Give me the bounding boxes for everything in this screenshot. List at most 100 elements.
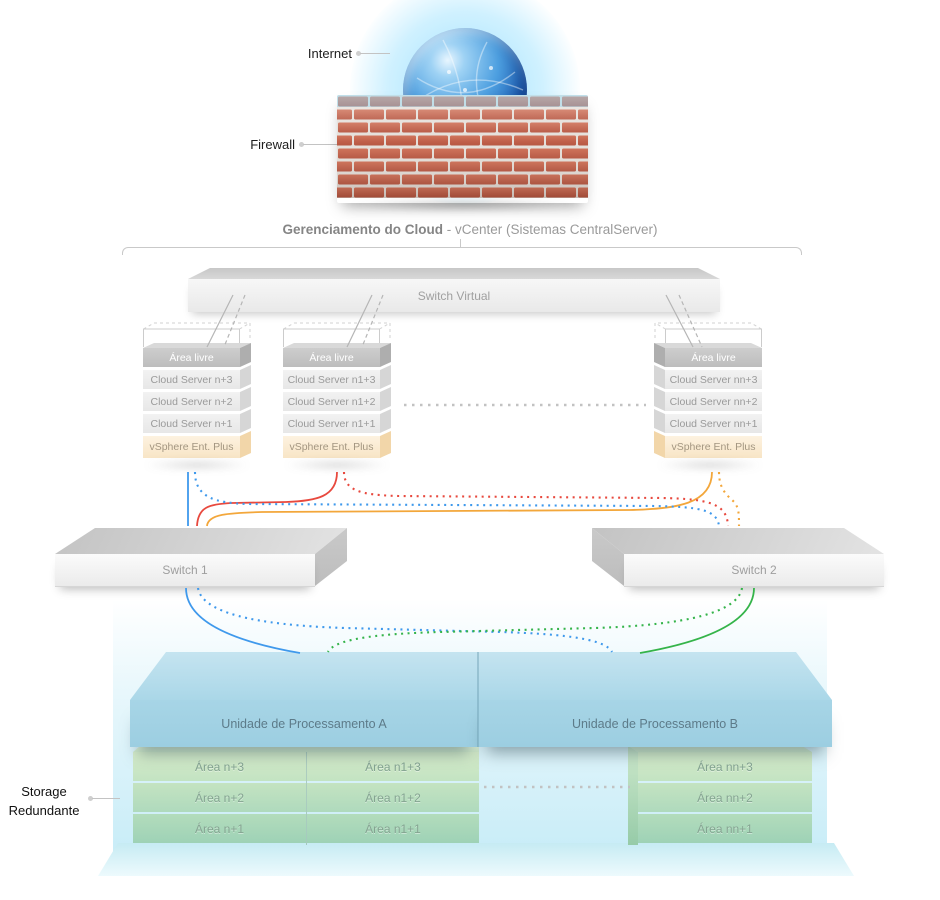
switch-top-face: [592, 528, 884, 554]
column-separator: [306, 752, 307, 845]
band-side-face: [380, 365, 391, 389]
virtual-switch-box: Switch Virtual: [188, 268, 720, 312]
storage-label-line2: Redundante: [8, 802, 80, 818]
cloud-server-label: Cloud Server nn+2: [669, 395, 758, 408]
cloud-server-band: Cloud Server n+2: [143, 392, 240, 411]
storage-callout-dot: [88, 796, 93, 801]
diagram-title-bold: Gerenciamento do Cloud: [282, 222, 443, 237]
internet-label: Internet: [307, 46, 352, 61]
cloud-server-band: Cloud Server n1+3: [283, 370, 380, 389]
storage-area-cell: Área nn+1: [638, 814, 812, 843]
band-side-face: [654, 431, 665, 458]
free-area-band: Área livre: [143, 348, 240, 367]
switch-1-box: Switch 1: [55, 528, 347, 587]
band-side-face: [380, 387, 391, 411]
slab-divider: [477, 652, 479, 747]
cloud-server-label: Cloud Server n+1: [150, 417, 233, 430]
storage-areas-right: Área nn+3 Área nn+2 Área nn+1: [638, 752, 812, 845]
firewall-label: Firewall: [250, 137, 295, 152]
vsphere-license-band: vSphere Ent. Plus: [665, 436, 762, 458]
cloud-server-label: Cloud Server n1+3: [287, 373, 376, 386]
storage-area-cell: Área n1+1: [307, 814, 479, 843]
server-stack-2: Área livre Cloud Server n1+3 Cloud Serve…: [283, 322, 393, 469]
storage-area-cell: Área n1+3: [307, 752, 479, 781]
stack-to-switch-solid-links: [187, 471, 713, 527]
vsphere-license-label: vSphere Ent. Plus: [149, 441, 234, 453]
storage-area-cell: Área nn+2: [638, 783, 812, 812]
band-side-face: [380, 409, 391, 433]
slab-top-face: [478, 652, 832, 700]
switch-2-label: Switch 2: [624, 554, 884, 587]
storage-area-cell: Área nn+3: [638, 752, 812, 781]
stack-shadow: [283, 461, 391, 469]
cloud-server-band: Cloud Server n1+2: [283, 392, 380, 411]
stack-shadow: [656, 461, 764, 469]
cloud-server-label: Cloud Server n1+2: [287, 395, 376, 408]
band-side-face: [654, 365, 665, 389]
band-top-face: [143, 343, 251, 348]
processing-unit-a: Unidade de Processamento A: [130, 652, 478, 747]
vsphere-license-label: vSphere Ent. Plus: [671, 441, 756, 453]
server-stack-3: Área livre Cloud Server nn+3 Cloud Serve…: [654, 322, 764, 469]
free-area-band: Área livre: [283, 348, 380, 367]
storage-area-cell: Área n+3: [133, 752, 306, 781]
vsphere-license-band: vSphere Ent. Plus: [143, 436, 240, 458]
processing-unit-b: Unidade de Processamento B: [478, 652, 832, 747]
virtual-switch-label: Switch Virtual: [188, 279, 720, 312]
storage-callout-line: [92, 798, 120, 799]
processing-unit-b-label: Unidade de Processamento B: [478, 700, 832, 747]
cloud-server-label: Cloud Server n+3: [150, 373, 233, 386]
switch-1-label: Switch 1: [55, 554, 315, 587]
slab-top-face: [130, 652, 478, 700]
bracket-tick: [460, 239, 461, 248]
cloud-server-label: Cloud Server nn+1: [669, 417, 758, 430]
internet-callout-line: [360, 53, 390, 54]
band-side-face: [240, 365, 251, 389]
band-side-face: [240, 387, 251, 411]
storage-area-cell: Área n+1: [133, 814, 306, 843]
cloud-server-label: Cloud Server n+2: [150, 395, 233, 408]
server-stack-1: Área livre Cloud Server n+3 Cloud Server…: [143, 322, 253, 469]
storage-redundante-label: Storage Redundante: [0, 783, 88, 821]
free-area-label: Área livre: [169, 351, 214, 364]
cloud-server-band: Cloud Server nn+3: [665, 370, 762, 389]
firewall-callout-dot: [299, 142, 304, 147]
management-bracket: [122, 247, 802, 255]
cloud-server-band: Cloud Server n+3: [143, 370, 240, 389]
diagram-title-regular: - vCenter (Sistemas CentralServer): [442, 222, 658, 237]
cloud-server-band: Cloud Server nn+1: [665, 414, 762, 433]
firewall-callout-line: [303, 144, 337, 145]
cloud-server-label: Cloud Server n1+1: [287, 417, 376, 430]
processing-unit-a-label: Unidade de Processamento A: [130, 700, 478, 747]
firewall-reflection: [347, 200, 578, 210]
band-side-face: [654, 387, 665, 411]
storage-label-line1: Storage: [21, 784, 67, 799]
storage-column-n1: Área n1+3 Área n1+2 Área n1+1: [307, 752, 479, 845]
band-side-face: [240, 409, 251, 433]
storage-platform: [98, 843, 854, 876]
diagram-title: Gerenciamento do Cloud - vCenter (Sistem…: [0, 222, 940, 237]
band-side-face: [380, 431, 391, 458]
storage-area-cell: Área n+2: [133, 783, 306, 812]
storage-column-n: Área n+3 Área n+2 Área n+1: [133, 752, 306, 845]
vsphere-license-label: vSphere Ent. Plus: [289, 441, 374, 453]
free-area-label: Área livre: [309, 351, 354, 364]
band-side-face: [240, 431, 251, 458]
band-side-face: [380, 343, 391, 367]
free-area-band: Área livre: [665, 348, 762, 367]
firewall-wall: [337, 95, 588, 203]
switch-2-box: Switch 2: [592, 528, 884, 587]
green-group-top-face: [133, 746, 479, 752]
band-side-face: [654, 343, 665, 367]
band-side-face: [240, 343, 251, 367]
band-side-face: [654, 409, 665, 433]
internet-callout-dot: [356, 51, 361, 56]
band-top-face: [283, 343, 391, 348]
cloud-server-band: Cloud Server n1+1: [283, 414, 380, 433]
cloud-server-band: Cloud Server n+1: [143, 414, 240, 433]
storage-area-cell: Área n1+2: [307, 783, 479, 812]
stack-to-switch-dotted-links: [193, 471, 741, 527]
switch-top-face: [55, 528, 347, 554]
cloud-server-band: Cloud Server nn+2: [665, 392, 762, 411]
